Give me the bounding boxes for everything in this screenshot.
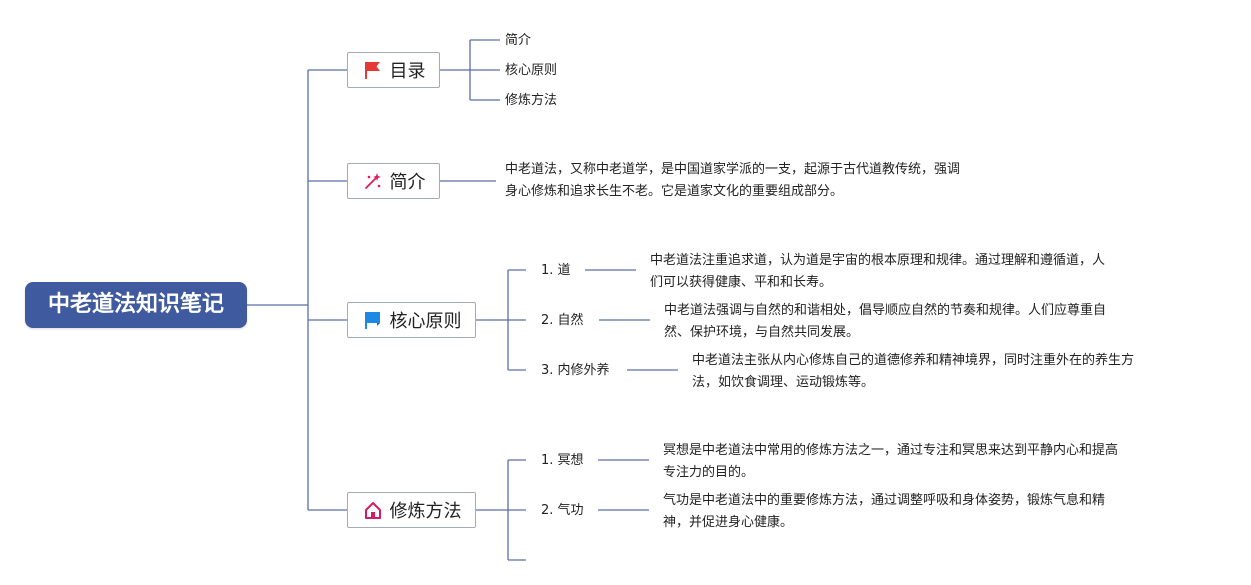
- sparkle-icon: [362, 170, 384, 192]
- desc-line: 然、保护环境，与自然共同发展。: [664, 325, 860, 340]
- desc-line: 法，如饮食调理、运动锻炼等。: [692, 375, 875, 390]
- branch-toc[interactable]: 目录: [347, 52, 440, 88]
- principle-nature-label[interactable]: 2. 自然: [541, 313, 584, 328]
- root-topic[interactable]: 中老道法知识笔记: [25, 282, 247, 328]
- blue-flag-icon: [362, 309, 384, 331]
- desc-line: 中老道法强调与自然的和谐相处，倡导顺应自然的节奏和规律。人们应尊重自: [664, 303, 1107, 318]
- intro-text-line: 中老道法，又称中老道学，是中国道家学派的一支，起源于古代道教传统，强调: [505, 162, 961, 177]
- desc-line: 中老道法注重追求道，认为道是宇宙的根本原理和规律。通过理解和遵循道，人: [650, 253, 1106, 268]
- desc-line: 们可以获得健康、平和和长寿。: [650, 275, 833, 290]
- branch-methods[interactable]: 修炼方法: [347, 492, 476, 528]
- branch-principles[interactable]: 核心原则: [347, 302, 476, 338]
- method-qigong-desc: 气功是中老道法中的重要修炼方法，通过调整呼吸和身体姿势，锻炼气息和精 神，并促进…: [663, 490, 1183, 534]
- method-meditation-desc: 冥想是中老道法中常用的修炼方法之一，通过专注和冥思来达到平静内心和提高 专注力的…: [663, 440, 1183, 484]
- branch-intro[interactable]: 简介: [347, 163, 440, 199]
- intro-text: 中老道法，又称中老道学，是中国道家学派的一支，起源于古代道教传统，强调 身心修炼…: [505, 159, 1025, 203]
- toc-item-methods[interactable]: 修炼方法: [505, 93, 558, 108]
- desc-line: 神，并促进身心健康。: [663, 515, 794, 530]
- house-icon: [362, 499, 384, 521]
- principle-inner-outer-desc: 中老道法主张从内心修炼自己的道德修养和精神境界，同时注重外在的养生方 法，如饮食…: [692, 350, 1212, 394]
- toc-item-principles[interactable]: 核心原则: [505, 63, 558, 78]
- branch-methods-label: 修炼方法: [389, 501, 462, 522]
- desc-line: 专注力的目的。: [663, 465, 755, 480]
- desc-line: 冥想是中老道法中常用的修炼方法之一，通过专注和冥思来达到平静内心和提高: [663, 443, 1119, 458]
- desc-line: 气功是中老道法中的重要修炼方法，通过调整呼吸和身体姿势，锻炼气息和精: [663, 493, 1106, 508]
- principle-dao-label[interactable]: 1. 道: [541, 263, 571, 278]
- red-flag-icon: [362, 59, 384, 81]
- method-qigong-label[interactable]: 2. 气功: [541, 503, 584, 518]
- toc-item-intro[interactable]: 简介: [505, 33, 532, 48]
- intro-text-line: 身心修炼和追求长生不老。它是道家文化的重要组成部分。: [505, 184, 844, 199]
- branch-toc-label: 目录: [389, 61, 426, 82]
- branch-intro-label: 简介: [389, 172, 426, 193]
- branch-principles-label: 核心原则: [389, 311, 462, 332]
- principle-inner-outer-label[interactable]: 3. 内修外养: [541, 363, 610, 378]
- principle-nature-desc: 中老道法强调与自然的和谐相处，倡导顺应自然的节奏和规律。人们应尊重自 然、保护环…: [664, 300, 1184, 344]
- method-meditation-label[interactable]: 1. 冥想: [541, 453, 584, 468]
- principle-dao-desc: 中老道法注重追求道，认为道是宇宙的根本原理和规律。通过理解和遵循道，人 们可以获…: [650, 250, 1170, 294]
- desc-line: 中老道法主张从内心修炼自己的道德修养和精神境界，同时注重外在的养生方: [692, 353, 1135, 368]
